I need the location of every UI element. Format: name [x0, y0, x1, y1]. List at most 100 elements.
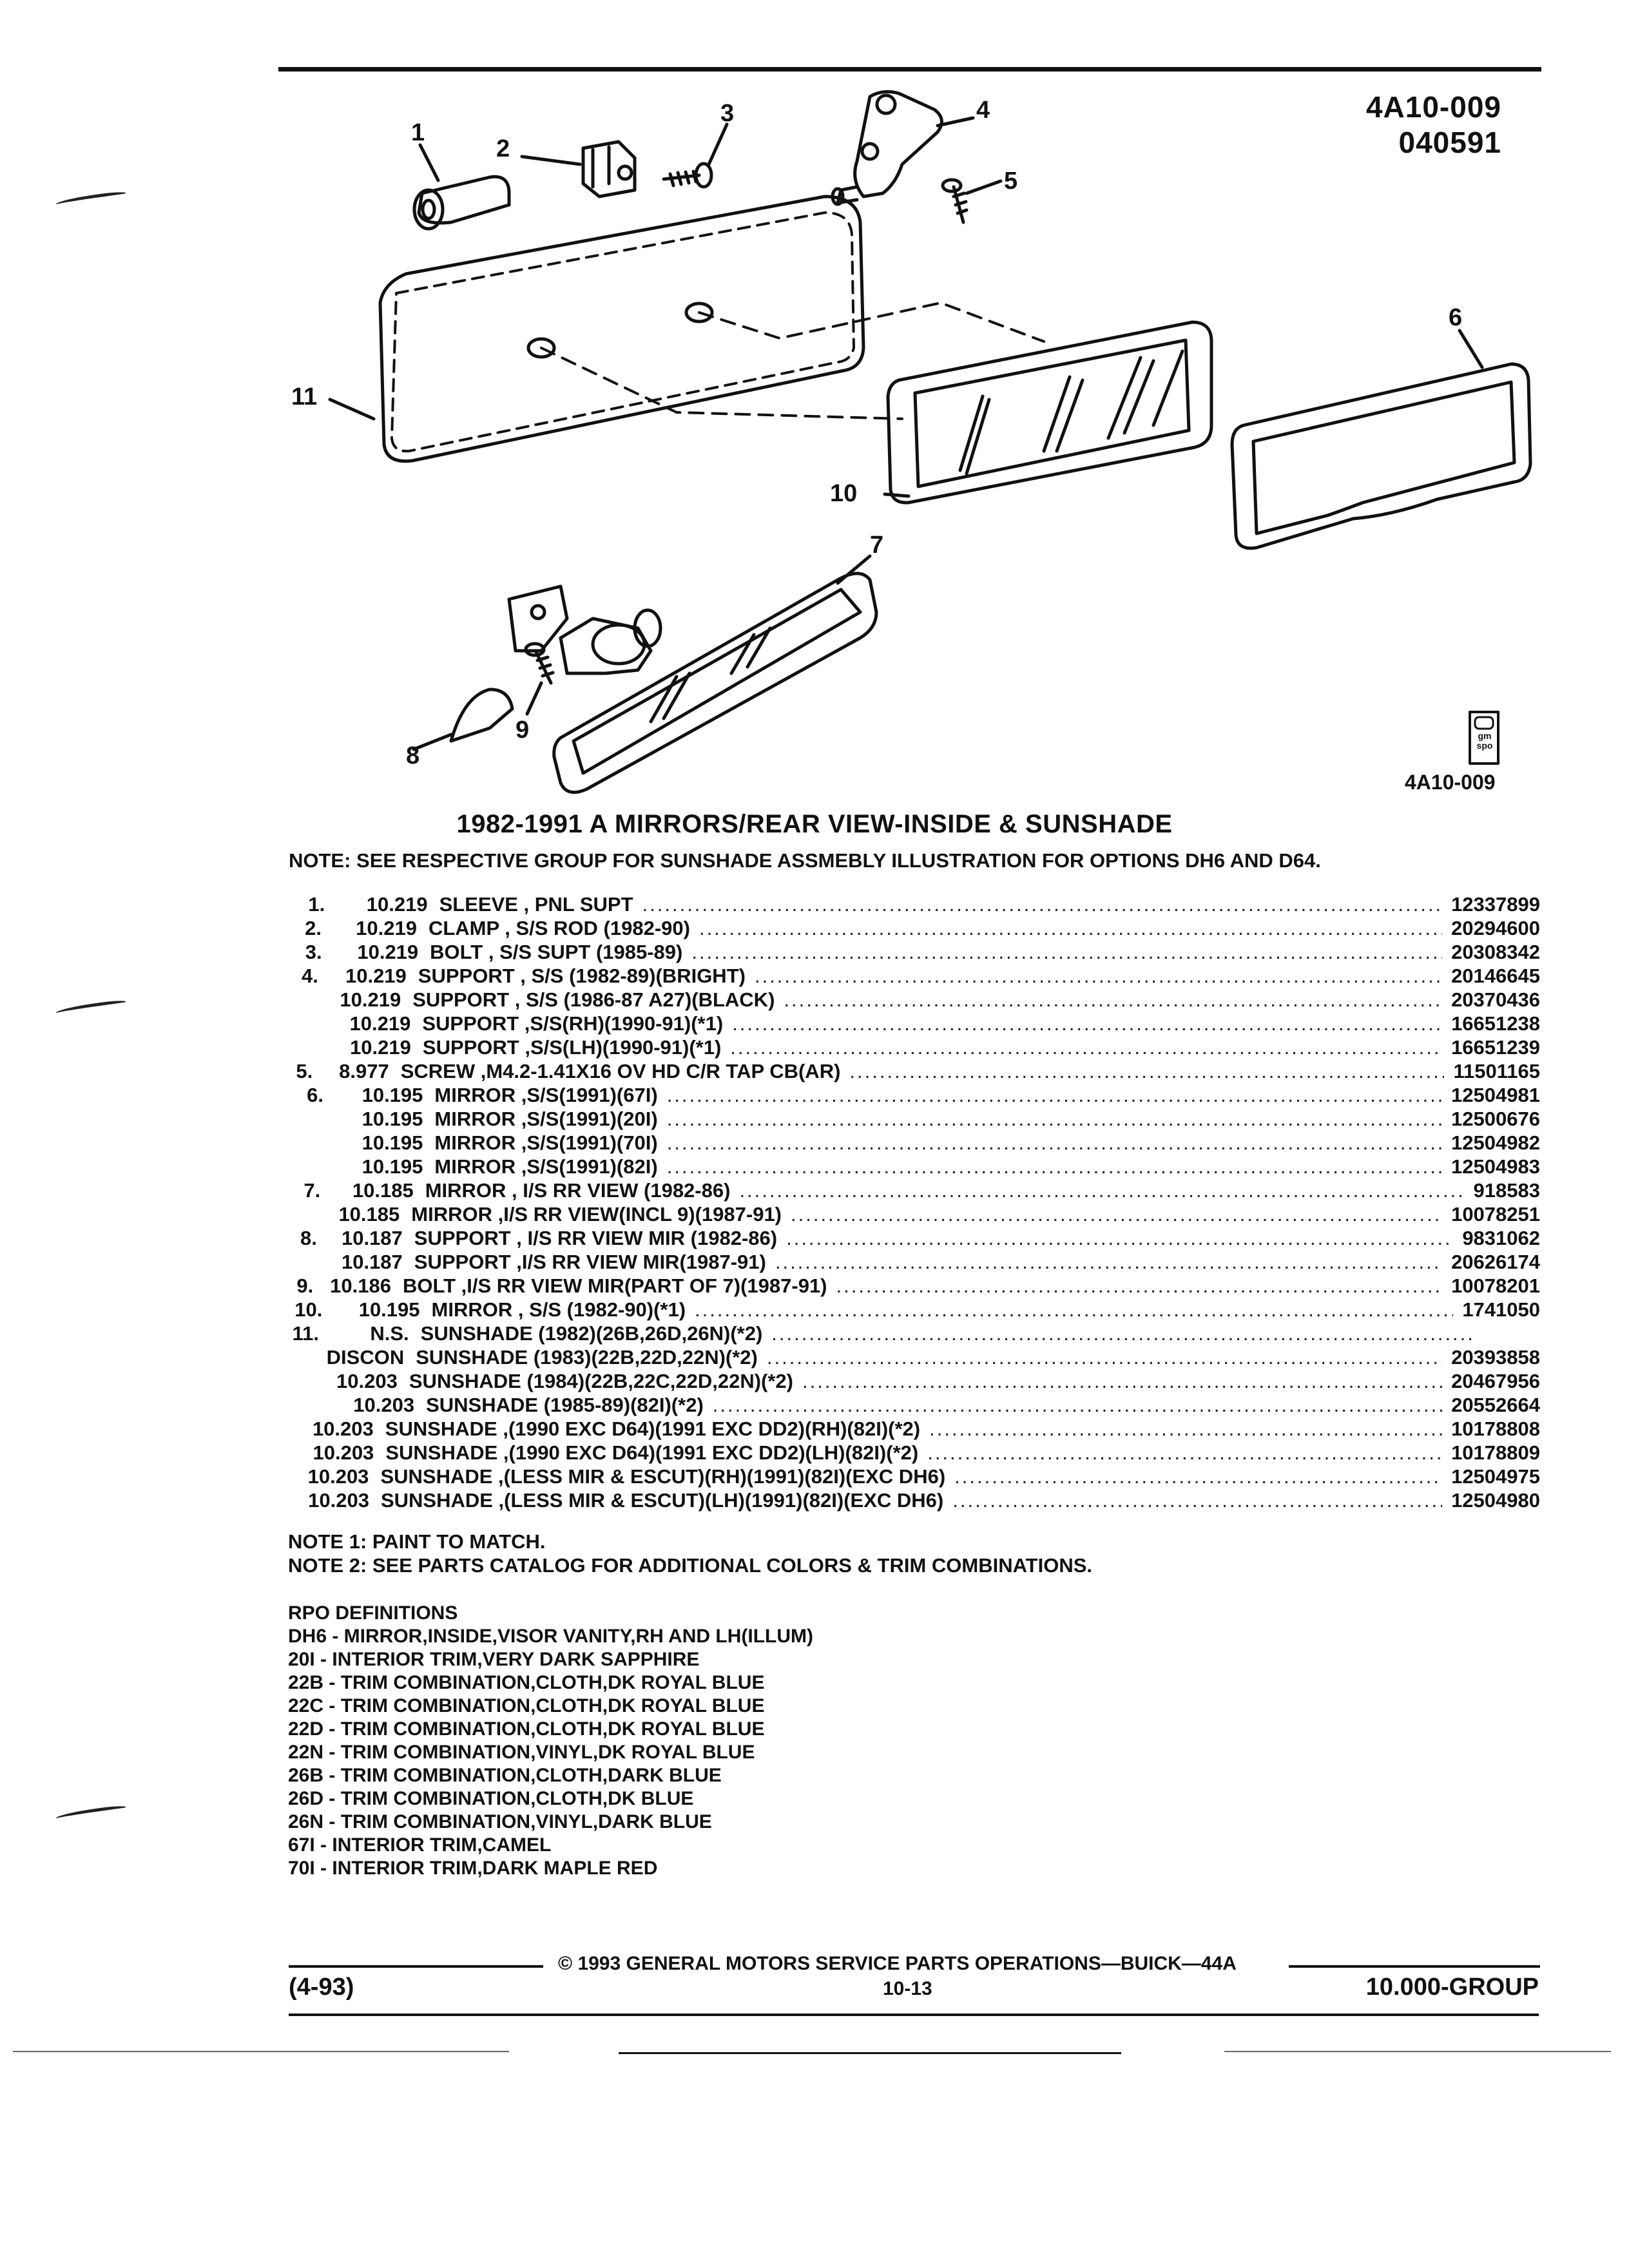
part-number: 12337899 — [1451, 893, 1540, 916]
part-number: 10178809 — [1451, 1441, 1540, 1464]
rpo-item: 20I - INTERIOR TRIM,VERY DARK SAPPHIRE — [288, 1649, 700, 1670]
callout-11: 11 — [291, 383, 318, 410]
part-description: SUNSHADE (1984)(22B,22C,22D,22N)(*2) — [409, 1370, 793, 1392]
rpo-item: 22D - TRIM COMBINATION,CLOTH,DK ROYAL BL… — [288, 1718, 765, 1740]
gm-spo-logo: gm spo — [1476, 731, 1493, 751]
rpo-item: 22N - TRIM COMBINATION,VINYL,DK ROYAL BL… — [288, 1742, 755, 1763]
part-description: SUNSHADE ,(1990 EXC D64)(1991 EXC DD2)(L… — [385, 1441, 919, 1464]
part-description: MIRROR , S/S (1982-90)(*1) — [431, 1298, 686, 1321]
part-description: BOLT , S/S SUPT (1985-89) — [430, 941, 683, 963]
dot-leader — [952, 1489, 1442, 1512]
group-number: 10.203 — [312, 1418, 374, 1440]
group-number: 10.219 — [366, 893, 428, 916]
group-number: 10.219 — [357, 941, 419, 963]
callout-9: 9 — [516, 716, 530, 744]
part-number: 12504981 — [1451, 1084, 1540, 1106]
item-number: 2. — [305, 917, 322, 939]
part-description: SUPPORT , S/S (1982-89)(BRIGHT) — [418, 965, 746, 987]
part-number: 20626174 — [1451, 1251, 1540, 1273]
part-description: SUNSHADE ,(LESS MIR & ESCUT)(RH)(1991)(8… — [380, 1465, 946, 1488]
bolt-part-9 — [524, 642, 555, 685]
rpo-item: 26D - TRIM COMBINATION,CLOTH,DK BLUE — [288, 1788, 694, 1809]
callout-5: 5 — [1004, 168, 1018, 195]
dot-leader — [791, 1203, 1442, 1226]
part-description: CLAMP , S/S ROD (1982-90) — [428, 917, 690, 939]
notes: NOTE 1: PAINT TO MATCH. NOTE 2: SEE PART… — [288, 1530, 1092, 1577]
dot-leader — [775, 1251, 1442, 1274]
callout-1: 1 — [411, 119, 425, 146]
part-description: SUNSHADE (1982)(26B,26D,26N)(*2) — [420, 1322, 763, 1345]
group-number: 10.185 — [352, 1179, 414, 1202]
rpo-item: 22B - TRIM COMBINATION,CLOTH,DK ROYAL BL… — [288, 1672, 765, 1693]
callout-2: 2 — [496, 135, 510, 162]
dot-leader — [695, 1298, 1453, 1321]
part-number: 20146645 — [1451, 965, 1540, 987]
part-number: 20467956 — [1451, 1370, 1540, 1392]
footer-rule-right — [1289, 1965, 1540, 1968]
dot-leader — [786, 1227, 1453, 1250]
dot-leader — [755, 965, 1442, 988]
part-description: SUPPORT ,S/S(RH)(1990-91)(*1) — [422, 1012, 724, 1035]
group-number: 10.203 — [308, 1489, 369, 1512]
group-number: 10.186 — [330, 1274, 391, 1297]
part-number: 12504980 — [1451, 1489, 1540, 1512]
footer-bottom-rule — [289, 2013, 1539, 2016]
group-number: 10.195 — [361, 1108, 423, 1130]
item-number: 1. — [308, 893, 325, 916]
dot-leader — [642, 893, 1443, 916]
part-description: BOLT ,I/S RR VIEW MIR(PART OF 7)(1987-91… — [402, 1274, 827, 1297]
rearview-mirror-part-7 — [507, 572, 878, 794]
callout-3: 3 — [720, 100, 735, 127]
parts-row: 10.203 SUNSHADE ,(1990 EXC D64)(1991 EXC … — [277, 1441, 1540, 1465]
part-number: 12504982 — [1451, 1131, 1540, 1154]
rpo-item: 22C - TRIM COMBINATION,CLOTH,DK ROYAL BL… — [288, 1695, 765, 1716]
dot-leader — [784, 988, 1442, 1012]
parts-row: 10.203 SUNSHADE ,(LESS MIR & ESCUT)(LH)(1… — [277, 1489, 1540, 1513]
rpo-definitions: RPO DEFINITIONS DH6 - MIRROR,INSIDE,VISO… — [288, 1602, 813, 1880]
part-description: SUNSHADE ,(LESS MIR & ESCUT)(LH)(1991)(8… — [380, 1489, 944, 1512]
dot-leader — [713, 1394, 1442, 1417]
page-number: 10-13 — [883, 1978, 932, 1999]
dot-leader — [954, 1465, 1442, 1488]
dot-leader — [691, 941, 1442, 964]
part-number: 12504975 — [1451, 1465, 1541, 1488]
parts-row: 10.187 SUPPORT ,I/S RR VIEW MIR(1987-91) 2… — [277, 1251, 1540, 1274]
dot-leader — [836, 1274, 1443, 1298]
group-number: 10.219 — [349, 1012, 411, 1035]
dot-leader — [849, 1060, 1444, 1083]
sunshade-part-11 — [378, 195, 865, 463]
sleeve-part-1 — [412, 175, 511, 231]
part-number: 918583 — [1473, 1179, 1540, 1202]
group-number: 10.203 — [307, 1465, 369, 1488]
item-number: 11. — [292, 1322, 320, 1345]
part-description: SUPPORT ,I/S RR VIEW MIR(1987-91) — [414, 1251, 766, 1273]
group-number: 10.203 — [313, 1441, 374, 1464]
dot-leader — [667, 1108, 1442, 1131]
part-description: SUNSHADE ,(1990 EXC D64)(1991 EXC DD2)(R… — [385, 1418, 921, 1440]
punch-mark — [55, 1804, 127, 1821]
mirror-part-10 — [886, 320, 1213, 505]
part-description: MIRROR ,S/S(1991)(67I) — [434, 1084, 658, 1106]
group-number: 8.977 — [339, 1060, 389, 1082]
part-number: 12504983 — [1451, 1155, 1540, 1178]
group-number: 10.195 — [361, 1155, 423, 1178]
part-number: 10078201 — [1451, 1274, 1540, 1297]
rpo-item: 70I - INTERIOR TRIM,DARK MAPLE RED — [288, 1858, 658, 1879]
item-number: 3. — [305, 941, 322, 963]
item-number: 10. — [294, 1298, 323, 1321]
scan-line — [13, 2051, 509, 2052]
group-number: 10.187 — [341, 1251, 403, 1273]
item-number: 7. — [304, 1179, 321, 1202]
dot-leader — [802, 1370, 1442, 1393]
scan-line — [619, 2052, 1121, 2054]
part-description: SLEEVE , PNL SUPT — [439, 893, 633, 916]
